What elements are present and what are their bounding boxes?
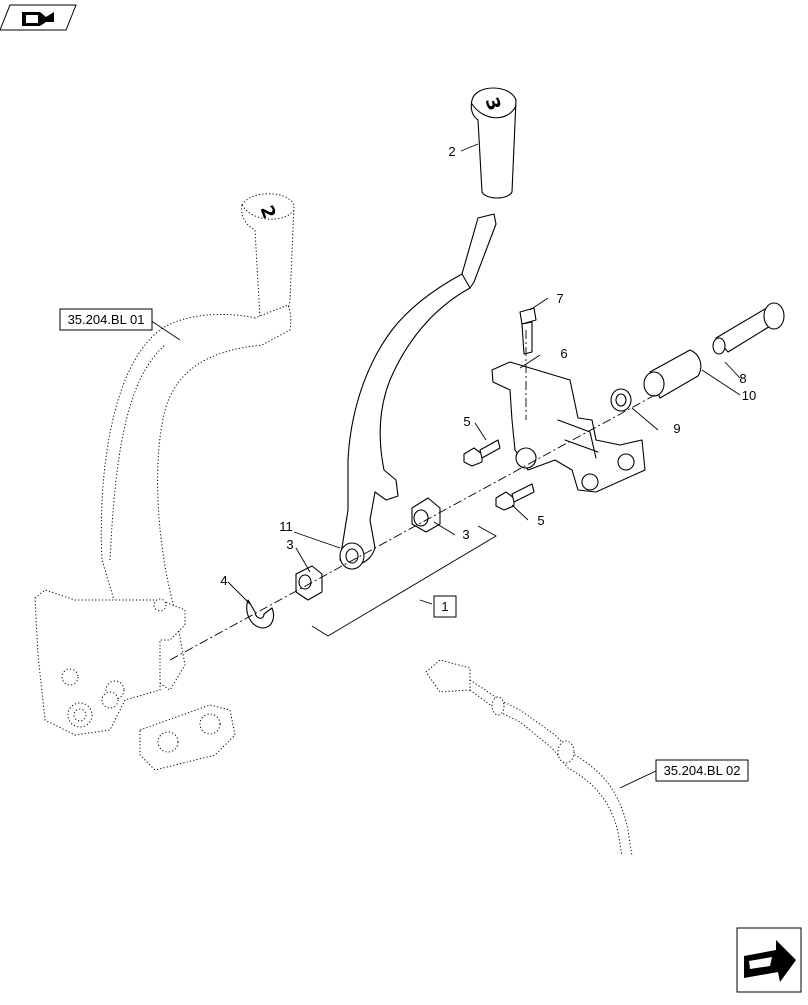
cable-assembly: [425, 659, 633, 857]
nut-part-3-left: [295, 565, 323, 601]
callout-3-right: 3: [462, 527, 469, 542]
washer-part-9: [610, 388, 632, 412]
svg-text:1: 1: [441, 599, 448, 614]
ref-box-left[interactable]: 35.204.BL 01: [59, 308, 153, 331]
spacer-part-10: [643, 349, 702, 399]
callout-5-lower: 5: [537, 513, 544, 528]
next-page-arrow-icon[interactable]: [736, 927, 802, 993]
clip-part-4: [246, 599, 275, 629]
bolt-part-7: [519, 307, 537, 355]
callout-4: 4: [220, 573, 227, 588]
group-bracket: [311, 525, 497, 637]
svg-text:35.204.BL 01: 35.204.BL 01: [68, 312, 145, 327]
bolt-part-5-lower: [495, 483, 535, 511]
pin-part-8: [712, 302, 785, 355]
callout-7: 7: [556, 291, 563, 306]
group-box-1[interactable]: 1: [433, 595, 457, 618]
bolt-part-5-upper: [463, 439, 501, 467]
callout-10: 10: [742, 388, 756, 403]
bracket-part-6: [491, 361, 646, 493]
callout-6: 6: [560, 346, 567, 361]
reference-pedal-assembly: [34, 193, 295, 771]
callout-11: 11: [279, 519, 293, 534]
leader-lines: [149, 143, 741, 789]
nut-part-3-right: [411, 497, 441, 533]
hand-lever: [339, 213, 497, 570]
callout-9: 9: [673, 421, 680, 436]
assembly-axis: [169, 394, 656, 661]
knob-part-2: [470, 87, 517, 199]
callout-2: 2: [448, 144, 455, 159]
book-arrow-icon[interactable]: [0, 4, 77, 31]
svg-text:35.204.BL 02: 35.204.BL 02: [664, 763, 741, 778]
callout-8: 8: [739, 371, 746, 386]
callout-5-upper: 5: [463, 414, 470, 429]
ref-box-right[interactable]: 35.204.BL 02: [655, 759, 749, 782]
callout-3-left: 3: [286, 537, 293, 552]
